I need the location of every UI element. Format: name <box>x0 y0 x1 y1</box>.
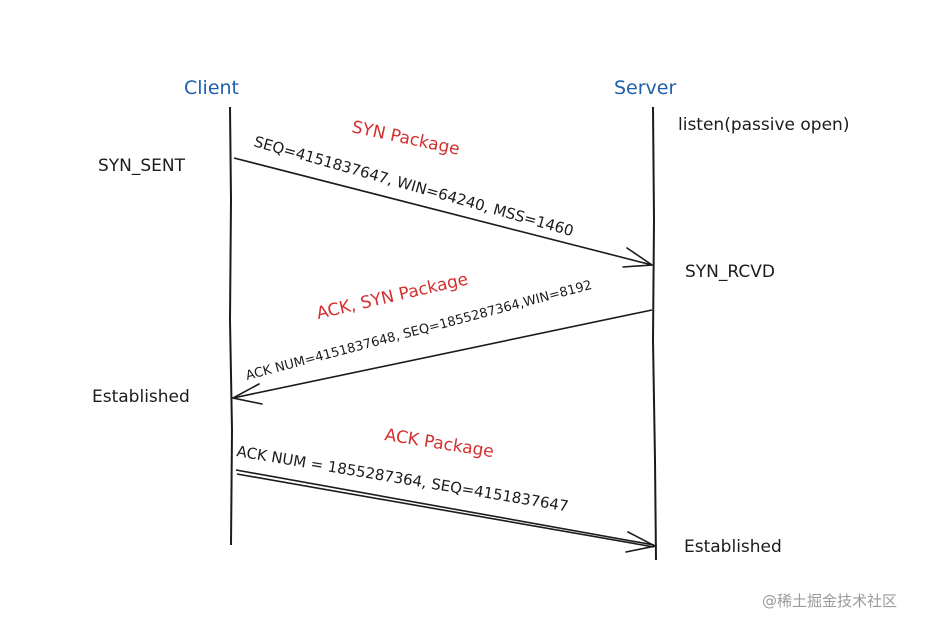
watermark-text: @稀土掘金技术社区 <box>762 592 897 610</box>
server-label: Server <box>614 77 676 99</box>
client-label: Client <box>184 77 239 99</box>
ack-arrow-head <box>625 531 658 553</box>
syn-package-title: SYN Package <box>350 117 462 159</box>
ack-package-title: ACK Package <box>383 425 495 462</box>
server-state-established: Established <box>684 537 782 557</box>
syn-arrow-line <box>233 157 653 266</box>
client-state-syn-sent: SYN_SENT <box>98 156 186 176</box>
message-syn: SYN Package SEQ=4151837647, WIN=64240, M… <box>233 117 655 268</box>
server-lifeline <box>651 106 657 561</box>
ack-arrow-line <box>235 469 655 548</box>
syn-arrow-head <box>622 247 655 268</box>
message-ack: ACK Package ACK NUM = 1855287364, SEQ=41… <box>235 425 658 553</box>
message-syn-ack: ACK, SYN Package ACK NUM=4151837648, SEQ… <box>230 270 653 405</box>
syn-ack-arrow-line <box>232 309 653 399</box>
client-state-established: Established <box>92 387 190 407</box>
syn-ack-arrow-head <box>230 383 263 405</box>
client-lifeline <box>228 106 234 546</box>
server-state-listen: listen(passive open) <box>678 115 849 135</box>
server-state-syn-rcvd: SYN_RCVD <box>685 262 775 282</box>
